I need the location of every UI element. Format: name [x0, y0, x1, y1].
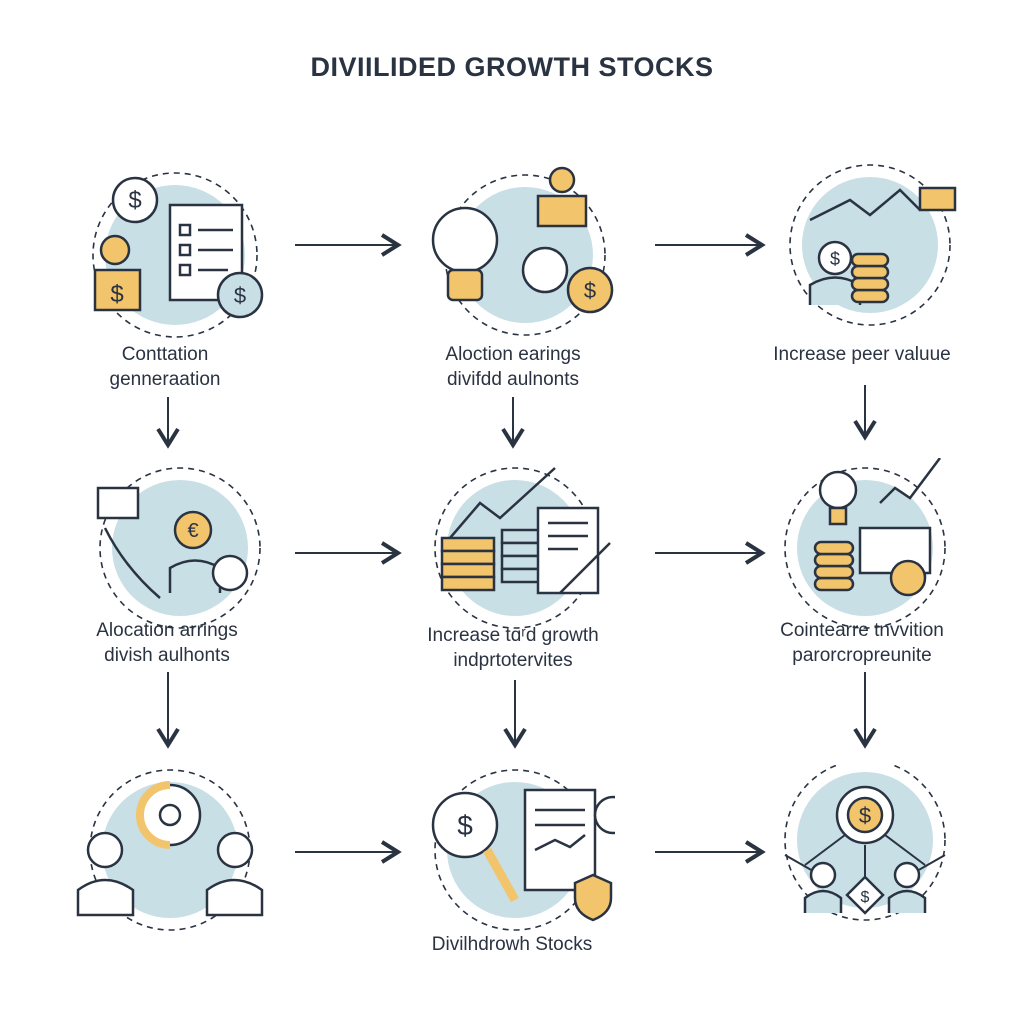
step-label-contation: Conttation genneraation — [15, 342, 315, 392]
dollar-network-icon: $ $ — [784, 765, 946, 921]
label-line: Cointearre tnvvition — [780, 620, 944, 641]
label-line: Divilhdrowh Stocks — [431, 934, 593, 955]
step-label-dividend-stocks: Divilhdrowh Stocks — [362, 932, 662, 957]
growth-stack-icon — [434, 467, 611, 629]
label-line: divish aulhonts — [104, 645, 230, 666]
label-line: Increase peer valuue — [773, 344, 951, 365]
label-line: Increase tɑʳd growth — [427, 625, 599, 646]
label-line: indprtotervites — [453, 650, 573, 671]
lightbulb-coins-icon — [784, 458, 946, 629]
svg-text:$: $ — [234, 283, 246, 308]
svg-text:$: $ — [584, 278, 596, 303]
svg-text:$: $ — [861, 889, 870, 906]
checklist-dollar-icon: $ $ $ — [92, 172, 264, 338]
step-label-increase-growth: Increase tɑʳd growth indprtotervites — [363, 623, 663, 673]
step-label-allocation-arrings: Alocation arrings divish aulhonts — [17, 618, 317, 668]
svg-text:$: $ — [859, 803, 871, 828]
step-label-increase-peer-value: Increase peer valuue — [712, 342, 1012, 367]
svg-text:$: $ — [110, 281, 123, 308]
magnifier-report-icon: $ — [431, 769, 615, 931]
lightbulb-dollar-icon: $ — [431, 166, 614, 336]
step-label-allocation-earnings: Aloction earings divifdd aulnonts — [363, 342, 663, 392]
label-line: Conttation — [121, 344, 209, 365]
label-line: Alocation arrings — [96, 620, 238, 641]
svg-text:$: $ — [128, 187, 141, 214]
svg-text:$: $ — [457, 810, 473, 841]
label-line: parorcropreunite — [792, 645, 932, 666]
chart-coins-icon: $ — [789, 164, 957, 326]
step-label-cointearre: Cointearre tnvvition parorcropreunite — [712, 618, 1012, 668]
label-line: genneraation — [109, 369, 221, 390]
label-line: divifdd aulnonts — [446, 369, 580, 390]
svg-text:$: $ — [830, 249, 840, 269]
page-title: DIVIILIDED GROWTH STOCKS — [310, 52, 714, 82]
hand-euro-icon: € — [96, 467, 261, 629]
label-line: Aloction earings — [445, 344, 581, 365]
svg-text:€: € — [187, 520, 198, 542]
gear-people-icon — [76, 769, 264, 931]
